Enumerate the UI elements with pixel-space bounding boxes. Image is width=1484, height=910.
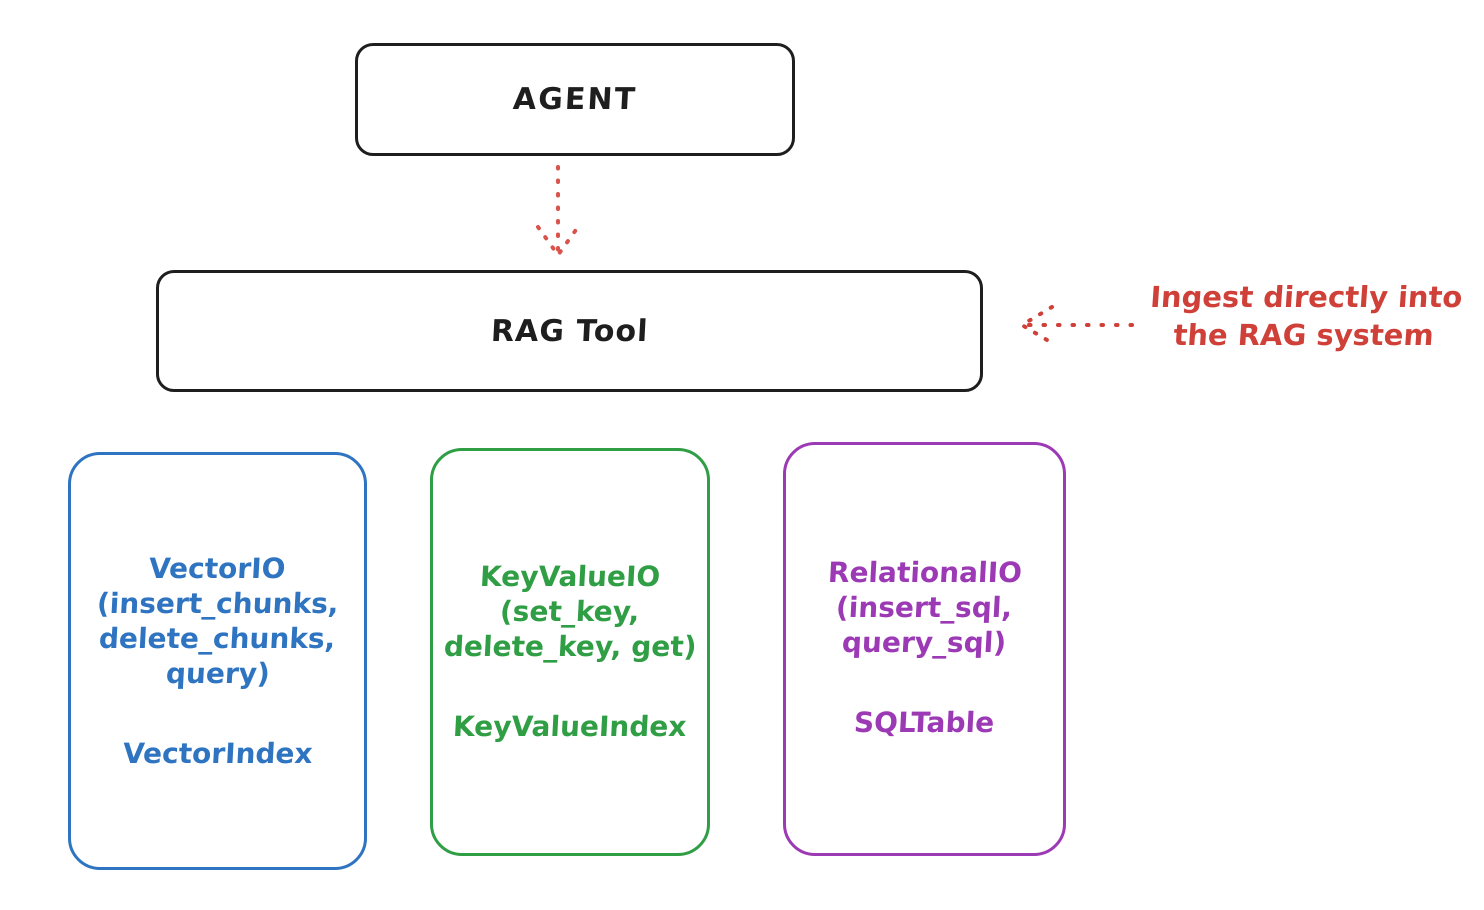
rag-tool-node-label: RAG Tool [489, 313, 650, 349]
vector-io-methods-line1: (insert_chunks, [95, 587, 340, 620]
keyvalue-io-title: KeyValueIO [479, 560, 661, 593]
agent-node: AGENT [355, 43, 795, 156]
ingest-annotation-line2: the RAG system [1172, 318, 1435, 352]
vector-index-label: VectorIndex [121, 737, 314, 770]
arrow-annotation-to-rag-tool-icon [1018, 305, 1134, 345]
keyvalue-io-methods-line1: (set_key, [499, 595, 641, 628]
sql-table-label: SQLTable [853, 706, 996, 739]
ingest-annotation: Ingest directly into the RAG system [1127, 278, 1482, 354]
vector-io-node: VectorIO (insert_chunks, delete_chunks, … [68, 452, 367, 870]
vector-io-methods-line2: delete_chunks, [98, 622, 337, 655]
relational-io-title: RelationalIO [826, 556, 1023, 589]
keyvalue-io-methods-line2: delete_key, get) [442, 630, 698, 663]
keyvalue-index-label: KeyValueIndex [452, 710, 688, 743]
keyvalue-io-node: KeyValueIO (set_key, delete_key, get) Ke… [430, 448, 710, 856]
relational-io-node: RelationalIO (insert_sql, query_sql) SQL… [783, 442, 1066, 856]
relational-io-methods-line1: (insert_sql, [835, 591, 1014, 624]
relational-io-methods-line2: query_sql) [841, 626, 1008, 659]
ingest-annotation-line1: Ingest directly into [1149, 280, 1464, 314]
vector-io-title: VectorIO [148, 552, 287, 585]
agent-node-label: AGENT [512, 82, 638, 117]
rag-tool-node: RAG Tool [156, 270, 983, 392]
vector-io-methods-line3: query) [164, 657, 271, 690]
arrow-agent-to-rag-tool-icon [536, 165, 580, 259]
